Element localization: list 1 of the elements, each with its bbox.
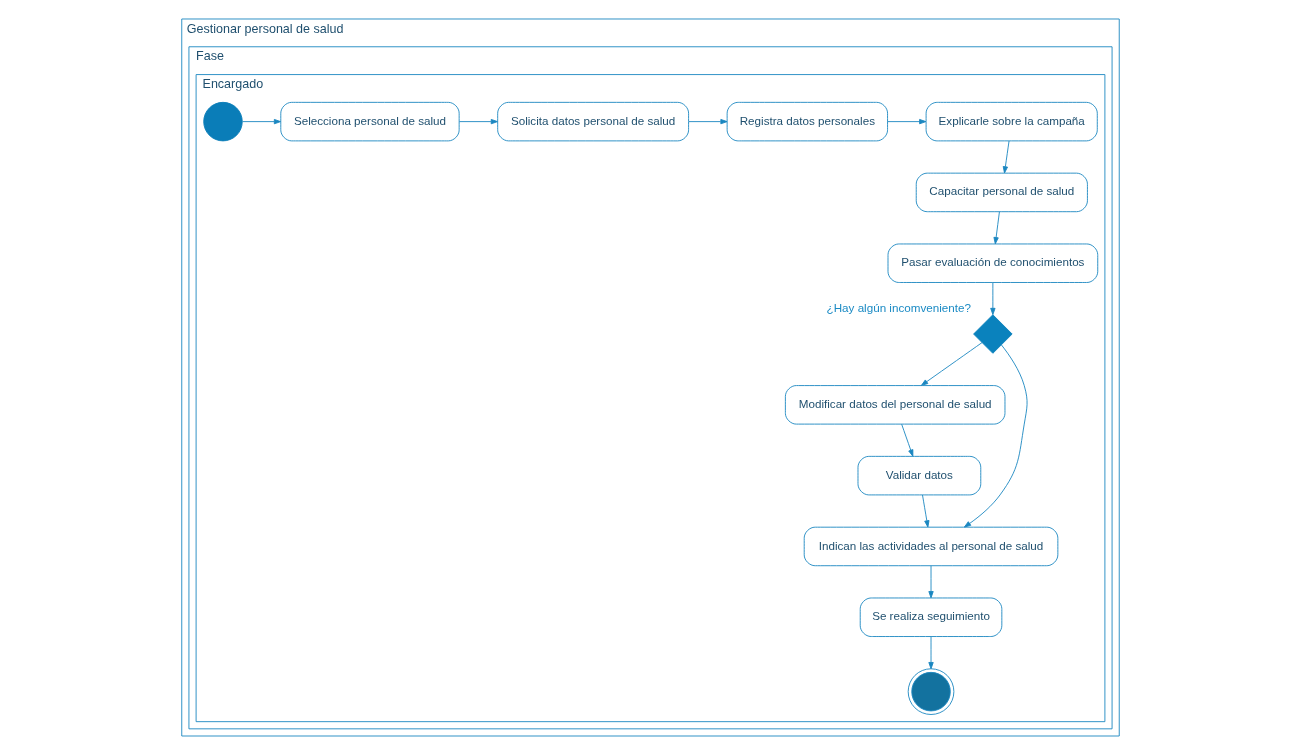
node-label: ¿Hay algún incomveniente? bbox=[826, 300, 971, 314]
